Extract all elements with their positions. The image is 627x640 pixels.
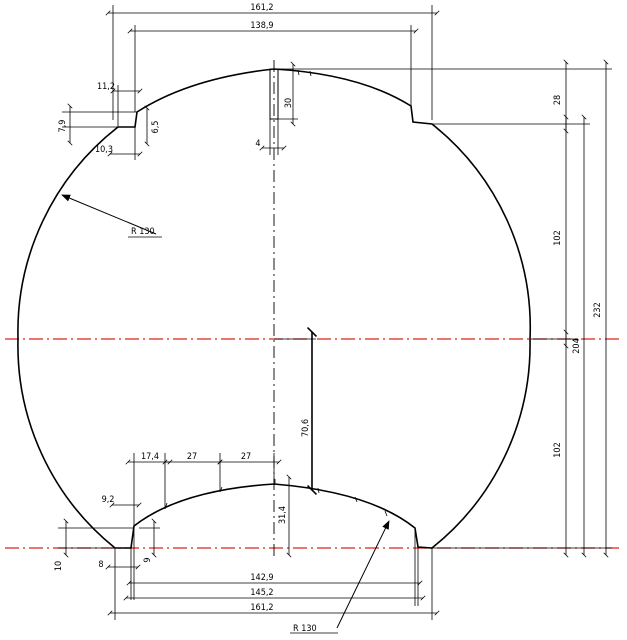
radius-upper-label: R 130 xyxy=(131,227,155,237)
dim-right-upper-label: 102 xyxy=(553,230,563,245)
dim-slot-height xyxy=(278,61,298,127)
dim-notch-bottom-label: 10,3 xyxy=(95,145,113,155)
top-arc-ticks xyxy=(297,69,312,77)
dim-right-total-inner-label: 204 xyxy=(572,338,582,353)
dim-bottom-width-3-label: 161,2 xyxy=(250,603,273,613)
radius-lower-label: R 130 xyxy=(293,624,317,634)
dim-right-lower-label: 102 xyxy=(553,442,563,457)
dim-bottom-steps xyxy=(125,453,282,528)
dim-notch-right-label: 6,5 xyxy=(151,121,161,134)
dim-bottom-notch-height xyxy=(139,518,160,558)
dim-notch-top-label: 11,2 xyxy=(97,82,115,92)
dim-bottom-step-2-label: 27 xyxy=(241,452,251,462)
dim-top-inner xyxy=(127,25,419,112)
dim-bottom-widths xyxy=(107,528,440,620)
dim-bottom-first-step-label: 17,4 xyxy=(141,452,159,462)
dim-slot-width-label: 4 xyxy=(255,139,260,149)
dim-bottom-notch-width-label: 9,2 xyxy=(102,495,115,505)
dim-notch-left-label: 7,9 xyxy=(58,120,68,133)
dim-bottom-notch-height-label: 9 xyxy=(143,557,153,562)
dim-bottom-width-1-label: 142,9 xyxy=(250,573,273,583)
dim-top-overall xyxy=(105,5,440,120)
dim-right-total-outer-label: 232 xyxy=(593,302,603,317)
radius-lower-leader xyxy=(336,520,390,629)
dim-center-offset xyxy=(274,326,318,496)
dim-right-top-label: 28 xyxy=(553,95,563,105)
dim-notch-bottom xyxy=(107,127,143,160)
dim-notch-top xyxy=(110,85,143,127)
dim-bottom-small-label: 8 xyxy=(98,560,103,570)
dim-notch-left xyxy=(62,103,137,146)
dim-bottom-small xyxy=(105,548,141,620)
radius-upper-leader xyxy=(61,194,157,235)
dim-bottom-arc-height-label: 31,4 xyxy=(278,506,288,524)
dim-top-overall-label: 161,2 xyxy=(250,3,273,13)
dim-bottom-step-1-label: 27 xyxy=(187,452,197,462)
dim-left-bottom-height-label: 10 xyxy=(54,561,64,571)
dim-left-bottom-height xyxy=(58,518,134,558)
dim-top-inner-label: 138,9 xyxy=(250,21,273,31)
dim-right-extensions xyxy=(274,68,612,549)
dim-bottom-width-2-label: 145,2 xyxy=(250,588,273,598)
bottom-arc-ticks xyxy=(164,479,388,517)
dim-center-offset-label: 70,6 xyxy=(301,419,311,437)
dim-slot-width xyxy=(259,119,287,155)
dim-slot-height-label: 30 xyxy=(284,98,294,108)
